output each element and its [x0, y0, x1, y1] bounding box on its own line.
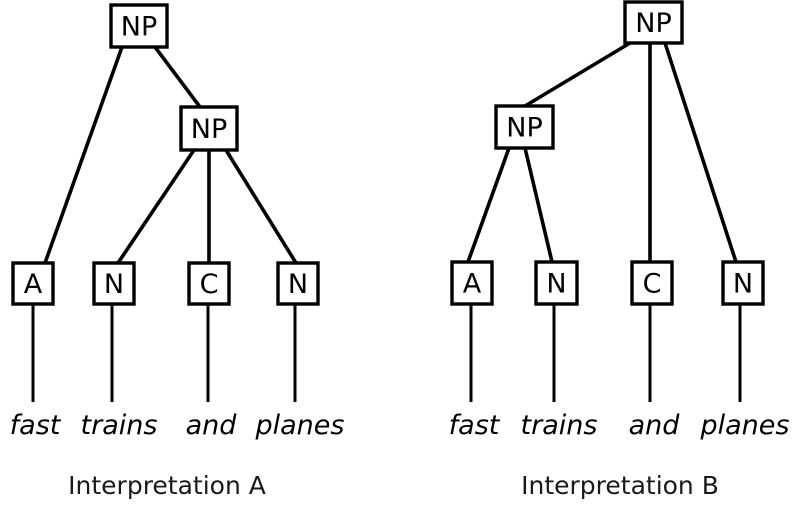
tree-node-a-pos-a[interactable]: A	[11, 261, 55, 306]
tree-node-b-np-sub[interactable]: NP	[494, 104, 555, 150]
node-label-a-pos-n2: N	[288, 269, 308, 300]
tree-node-b-pos-c[interactable]: C	[630, 260, 674, 306]
tree-node-b-pos-n2[interactable]: N	[721, 260, 765, 306]
node-box-b-pos-a	[450, 260, 494, 306]
tree-node-a-np-sub[interactable]: NP	[179, 105, 239, 152]
node-box-b-pos-n1	[534, 260, 579, 306]
node-box-b-np-root	[623, 0, 684, 45]
node-label-b-np-root: NP	[635, 8, 671, 39]
caption-interpretation-b: Interpretation B	[521, 471, 719, 500]
node-box-a-pos-n1	[92, 261, 136, 306]
tree-edge-a-np-sub-to-a-pos-n1	[116, 148, 196, 265]
node-label-b-np-sub: NP	[506, 113, 542, 144]
tree-node-a-pos-n2[interactable]: N	[276, 261, 320, 306]
tree-node-a-pos-c[interactable]: C	[187, 261, 231, 306]
leaf-word-a-leaf-trains: trains	[81, 410, 158, 441]
tree-node-a-np-root[interactable]: NP	[109, 3, 169, 49]
node-label-a-pos-a: A	[24, 269, 43, 300]
leaf-word-a-leaf-planes: planes	[255, 410, 345, 441]
leaf-word-a-leaf-fast: fast	[10, 410, 62, 441]
tree-edge-b-np-root-to-b-pos-n2	[663, 42, 738, 263]
tree-edge-a-np-sub-to-a-pos-n2	[224, 149, 298, 264]
node-box-a-pos-a	[11, 261, 55, 306]
node-box-a-pos-n2	[276, 261, 320, 306]
caption-interpretation-a: Interpretation A	[68, 471, 266, 500]
leaf-word-b-leaf-trains: trains	[521, 410, 598, 441]
tree-node-b-pos-a[interactable]: A	[450, 260, 494, 306]
node-box-b-pos-c	[630, 260, 674, 306]
tree-node-a-pos-n1[interactable]: N	[92, 261, 136, 306]
tree-node-b-np-root[interactable]: NP	[623, 0, 684, 45]
tree-edge-b-np-sub-to-b-pos-a	[466, 147, 511, 263]
node-label-b-pos-c: C	[643, 269, 662, 300]
tree-node-b-pos-n1[interactable]: N	[534, 260, 579, 306]
node-box-a-np-sub	[179, 105, 239, 152]
tree-edge-b-np-sub-to-b-pos-n1	[523, 147, 554, 263]
node-box-a-np-root	[109, 3, 169, 49]
node-label-b-pos-n1: N	[546, 269, 566, 300]
leaf-word-a-leaf-and: and	[186, 410, 238, 441]
node-label-a-pos-n1: N	[104, 269, 124, 300]
node-box-a-pos-c	[187, 261, 231, 306]
leaf-word-b-leaf-fast: fast	[449, 410, 501, 441]
tree-edge-b-np-root-to-b-np-sub	[524, 41, 631, 108]
tree-edge-a-np-root-to-a-np-sub	[153, 45, 202, 109]
node-box-b-np-sub	[494, 104, 555, 150]
node-label-b-pos-a: A	[463, 269, 482, 300]
leaf-word-b-leaf-and: and	[629, 410, 681, 441]
tree-edge-a-np-root-to-a-pos-a	[43, 46, 124, 264]
node-label-a-np-root: NP	[121, 12, 157, 43]
node-label-b-pos-n2: N	[733, 269, 753, 300]
node-label-a-pos-c: C	[200, 269, 219, 300]
leaf-word-b-leaf-planes: planes	[700, 410, 790, 441]
node-label-a-np-sub: NP	[191, 114, 227, 145]
node-box-b-pos-n2	[721, 260, 765, 306]
